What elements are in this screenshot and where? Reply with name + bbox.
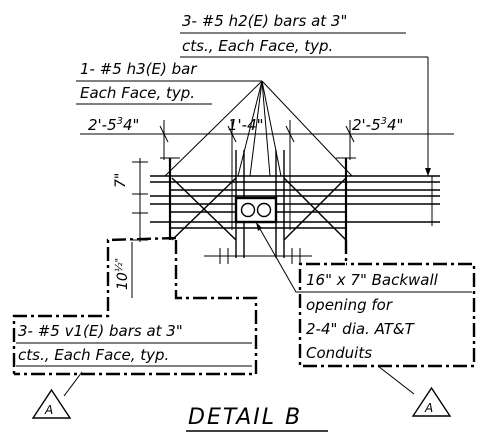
note-backwall: 16" x 7" Backwall opening for 2-4" dia. … [255, 221, 472, 362]
outline-left-upper [12, 236, 177, 374]
note-backwall-line4: Conduits [306, 344, 372, 362]
diagonal-bar [171, 177, 237, 241]
note-h2-bars: 3- #5 h2(E) bars at 3" cts., Each Face, … [180, 12, 431, 176]
left-vertical-dimensions: 7" 10½" [113, 158, 148, 298]
rebar-cage [150, 150, 440, 264]
section-marker-leader [63, 371, 83, 397]
note-h2-arrow [425, 168, 431, 176]
outline-left-lower [14, 240, 258, 376]
conduit-right [256, 202, 272, 218]
section-marker-left-triangle [31, 388, 72, 419]
right-vertical-dimensions [424, 176, 440, 226]
note-h2-line2: cts., Each Face, typ. [182, 37, 333, 55]
detail-title-group: DETAIL B [186, 405, 328, 432]
note-v1-line2: cts., Each Face, typ. [18, 346, 169, 364]
backwall-outline [12, 236, 476, 376]
note-h3-line1: 1- #5 h3(E) bar [80, 60, 197, 78]
section-marker-right: A [377, 365, 452, 417]
dim-center-label: 1'-4" [228, 116, 264, 134]
section-marker-left-label: A [44, 403, 53, 417]
section-marker-left: A [31, 371, 83, 419]
dim-height-7: 7" [113, 173, 129, 188]
dim-height-10: 10½" [113, 258, 131, 290]
leader-fan-5 [261, 80, 271, 177]
note-h2-line1: 3- #5 h2(E) bars at 3" [182, 12, 347, 30]
note-v1-bars: 3- #5 v1(E) bars at 3" cts., Each Face, … [16, 322, 252, 367]
conduit-opening [234, 196, 278, 224]
conduit-left [240, 202, 256, 218]
note-backwall-line3: 2-4" dia. AT&T [306, 320, 416, 338]
note-h3-bar: 1- #5 h3(E) bar Each Face, typ. [76, 60, 353, 177]
section-marker-leader [377, 365, 415, 395]
note-v1-line1: 3- #5 v1(E) bars at 3" [18, 322, 183, 340]
note-backwall-arrow [256, 222, 262, 231]
note-backwall-leader [255, 221, 304, 293]
dim-right-label: 2'-534" [352, 116, 403, 134]
section-marker-gap [48, 382, 64, 396]
leader-fan-3 [237, 80, 263, 177]
dim-left-label: 2'-534" [88, 116, 139, 134]
outline-right [298, 240, 476, 368]
note-backwall-line1: 16" x 7" Backwall [306, 271, 439, 289]
note-h3-line2: Each Face, typ. [80, 84, 195, 102]
diagonal-bar [283, 177, 347, 241]
leader-fan-4 [249, 80, 263, 177]
section-marker-right-label: A [424, 401, 433, 415]
detail-title: DETAIL B [188, 405, 302, 430]
section-marker-right-triangle [411, 386, 452, 417]
leader-fan-2 [261, 80, 353, 177]
note-backwall-line2: opening for [306, 296, 393, 314]
leader-fan-1 [164, 80, 263, 177]
leader-fan-6 [261, 80, 282, 177]
